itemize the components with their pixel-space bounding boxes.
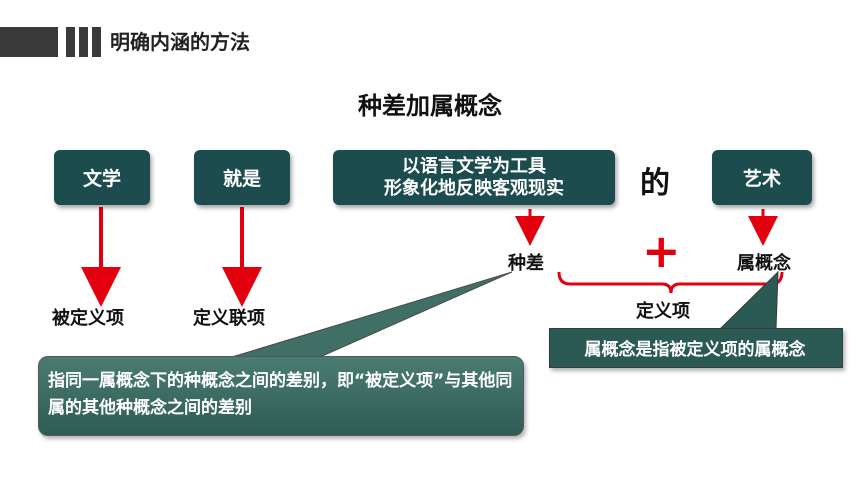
label-differentia: 种差	[508, 253, 544, 274]
callout-pointer-right	[718, 270, 779, 330]
callout-differentia-text: 指同一属概念下的种概念之间的差别，即“被定义项”与其他同属的其他种概念之间的差别	[48, 371, 513, 418]
plus-sign: +	[642, 224, 681, 278]
header-decor-strip	[66, 27, 75, 57]
label-definiendum: 被定义项	[52, 308, 124, 329]
label-genus: 属概念	[737, 253, 791, 274]
main-title: 种差加属概念	[358, 92, 502, 120]
box-literature-label: 文学	[82, 168, 121, 190]
callout-differentia	[38, 356, 524, 436]
callout-genus-text: 属概念是指被定义项的属概念	[584, 339, 806, 360]
box-differentia-line1: 以语言文学为工具	[402, 155, 546, 177]
header-decor-strip	[79, 27, 88, 57]
label-copula: 定义联项	[193, 308, 265, 329]
box-differentia-line2: 形象化地反映客观现实	[384, 177, 564, 199]
box-differentia: 以语言文学为工具 形象化地反映客观现实	[333, 150, 615, 205]
callout-pointer-left	[231, 271, 513, 358]
connector-de: 的	[640, 166, 670, 201]
box-literature: 文学	[54, 150, 150, 205]
header-title: 明确内涵的方法	[110, 30, 250, 54]
box-art-label: 艺术	[742, 168, 781, 190]
header-decor-bar	[0, 27, 58, 57]
box-is: 就是	[194, 150, 290, 205]
label-definiens: 定义项	[636, 301, 690, 322]
box-art: 艺术	[712, 150, 812, 205]
box-is-label: 就是	[222, 168, 261, 190]
header-decor-strip	[92, 27, 101, 57]
callout-genus	[549, 328, 843, 368]
